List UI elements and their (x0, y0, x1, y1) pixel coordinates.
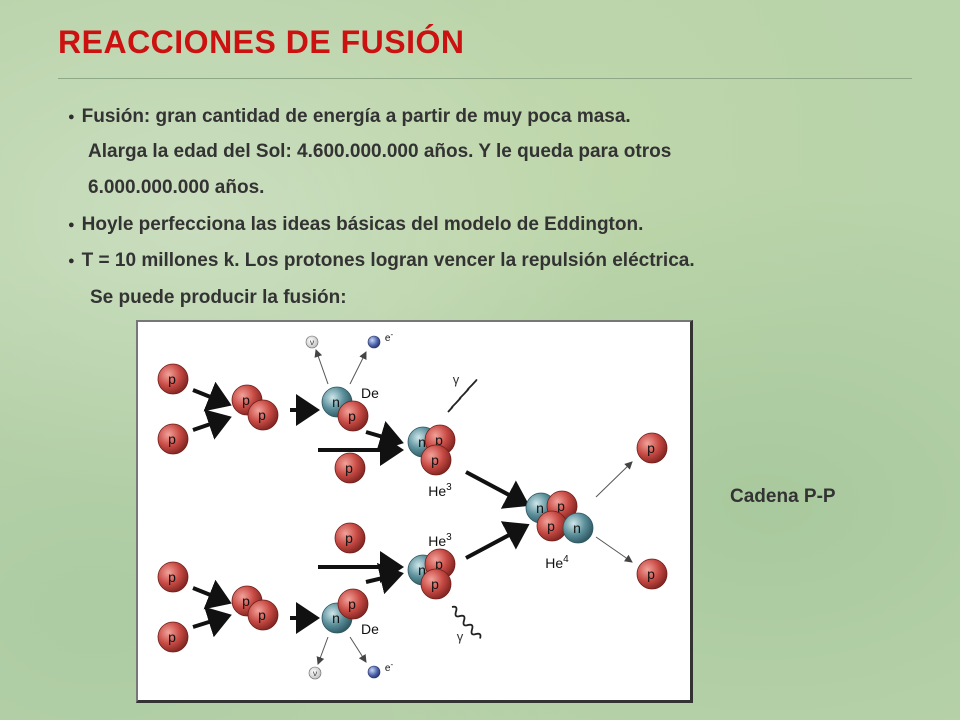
bullet-fusion-line2: Alarga la edad del Sol: 4.600.000.000 añ… (88, 141, 672, 162)
proton-label: p (168, 371, 176, 387)
emission-arrow (595, 536, 633, 563)
gamma-label: γ (453, 372, 460, 387)
proton-label: p (242, 392, 250, 408)
proton (334, 522, 366, 554)
proton-label: p (547, 518, 555, 534)
gamma-wave (447, 379, 478, 413)
proton-label: p (348, 408, 356, 424)
neutrino-label: ν (310, 338, 314, 347)
neutron-label: n (418, 434, 426, 450)
reaction-arrow (365, 421, 404, 452)
reaction-arrow (192, 579, 232, 610)
bullet-hoyle-text: Hoyle perfecciona las ideas básicas del … (81, 214, 644, 235)
helium3-label: He3 (428, 482, 452, 499)
proton-label: p (168, 431, 176, 447)
proton (636, 432, 668, 464)
bullet-temperature-text: T = 10 millones k. Los protones logran v… (81, 250, 695, 271)
neutron-label: n (332, 610, 340, 626)
electron (367, 335, 381, 349)
proton-label: p (242, 593, 250, 609)
proton-label: p (258, 407, 266, 423)
proton-label: p (258, 607, 266, 623)
title-divider (58, 78, 912, 79)
diagram-caption: Cadena P-P (730, 486, 836, 507)
proton-label: p (345, 460, 353, 476)
reaction-arrow (465, 521, 530, 560)
proton-label: p (435, 556, 443, 572)
reaction-arrow (365, 563, 404, 595)
proton (337, 400, 369, 432)
proton (157, 621, 189, 653)
bullet-temperature-line2: Se puede producir la fusión: (90, 287, 347, 308)
proton (247, 599, 279, 631)
neutron-label: n (332, 394, 340, 410)
proton (420, 568, 452, 600)
reaction-arrow (465, 470, 530, 509)
helium3-label: He3 (428, 532, 452, 549)
electron-label: e- (385, 330, 394, 344)
proton-label: p (168, 629, 176, 645)
proton-label: p (348, 596, 356, 612)
bullet-temperature: ● T = 10 millones k. Los protones logran … (68, 250, 695, 272)
page-title: REACCIONES DE FUSIÓN (58, 24, 465, 60)
proton-label: p (557, 498, 565, 514)
emission-arrow (314, 349, 329, 385)
deuterium-label: De (361, 385, 379, 401)
proton (157, 363, 189, 395)
proton-label: p (647, 440, 655, 456)
bullet-fusion: ● Fusión: gran cantidad de energía a part… (68, 106, 631, 128)
emission-arrow (316, 636, 329, 665)
reaction-arrow (192, 606, 232, 638)
proton-label: p (647, 566, 655, 582)
electron-label: e- (385, 660, 394, 674)
neutrino (305, 335, 319, 349)
neutron-label: n (536, 500, 544, 516)
proton-label: p (345, 530, 353, 546)
proton (636, 558, 668, 590)
emission-arrow (349, 351, 367, 385)
emission-arrow (595, 461, 633, 498)
bullet-dot: ● (68, 254, 75, 267)
proton-label: p (431, 576, 439, 592)
emission-arrow (349, 636, 367, 663)
proton (247, 399, 279, 431)
bullet-hoyle: ● Hoyle perfecciona las ideas básicas del… (68, 214, 643, 236)
proton-label: p (168, 569, 176, 585)
bullet-fusion-line3: 6.000.000.000 años. (88, 177, 265, 198)
neutron (562, 512, 594, 544)
neutrino-label: ν (313, 669, 317, 678)
proton (157, 423, 189, 455)
electron (367, 665, 381, 679)
helium4-label: He4 (545, 554, 569, 571)
deuterium-label: De (361, 621, 379, 637)
bullet-dot: ● (68, 110, 75, 123)
bullet-dot: ● (68, 218, 75, 231)
proton-label: p (435, 432, 443, 448)
neutron-label: n (573, 520, 581, 536)
proton (157, 561, 189, 593)
proton-label: p (431, 452, 439, 468)
neutron-label: n (418, 562, 426, 578)
reaction-arrow (192, 409, 232, 440)
reaction-arrow (192, 381, 232, 412)
gamma-label: γ (457, 629, 464, 644)
proton (337, 588, 369, 620)
neutrino (308, 666, 322, 680)
proton (420, 444, 452, 476)
gamma-wave (451, 605, 482, 639)
bullet-fusion-text: Fusión: gran cantidad de energía a parti… (81, 106, 631, 127)
proton (334, 452, 366, 484)
